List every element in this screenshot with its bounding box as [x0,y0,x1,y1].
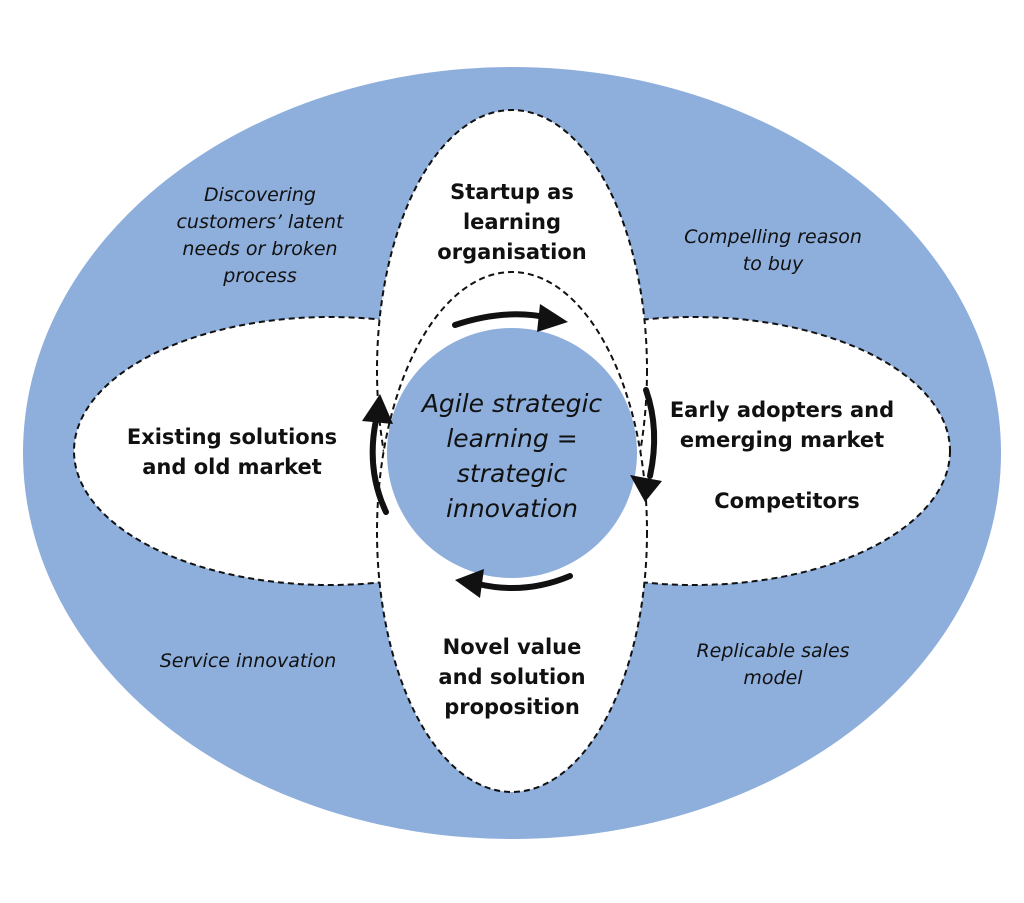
petal-top-line: organisation [437,240,587,264]
cycle-arrowhead-bottom [455,569,484,598]
center-line: strategic [456,459,568,488]
quadrant-top-left-line: needs or broken [182,238,338,260]
quadrant-bottom-left-label: Service innovation [138,648,358,675]
petal-left-line: Existing solutions [126,425,338,449]
quadrant-top-left-label: Discovering customers’ latent needs or b… [150,182,370,290]
quadrant-top-right-line: to buy [742,253,804,275]
petal-right-line: emerging market [679,428,885,452]
petal-left-label: Existing solutions and old market [106,422,358,482]
quadrant-bottom-left-line: Service innovation [159,650,337,672]
petal-right-line: Early adopters and [669,398,895,422]
quadrant-top-right-label: Compelling reason to buy [658,224,888,278]
petal-top-line: learning [462,210,562,234]
petal-top-label: Startup as learning organisation [402,177,622,267]
quadrant-top-left-line: Discovering [203,184,316,206]
petal-bottom-line: proposition [444,695,580,719]
cycle-arrowhead-right [630,475,662,502]
petal-bottom-line: Novel value [442,635,582,659]
petal-right-label: Early adopters and emerging market [657,395,907,455]
quadrant-bottom-right-label: Replicable sales model [668,638,878,692]
cycle-arrow-left [369,417,389,515]
center-line: learning = [446,424,578,453]
quadrant-top-left-line: customers’ latent [176,211,344,233]
cycle-arrow-right [643,387,658,479]
petal-bottom-label: Novel value and solution proposition [402,632,622,722]
petal-right-extra-label: Competitors [714,489,860,513]
center-label: Agile strategic learning = strategic inn… [392,386,632,526]
center-line: Agile strategic [421,389,603,418]
quadrant-bottom-right-line: model [743,667,803,689]
quadrant-bottom-right-line: Replicable sales [696,640,850,662]
petal-bottom-line: and solution [438,665,586,689]
quadrant-top-right-line: Compelling reason [684,226,862,248]
petal-left-line: and old market [142,455,322,479]
cycle-arrowhead-top [537,304,568,332]
cycle-arrowhead-left [362,394,393,424]
center-circle [387,328,637,578]
cycle-arrow-bottom [475,573,573,591]
center-line: innovation [446,494,578,523]
quadrant-top-left-line: process [223,265,297,287]
petal-top-line: Startup as [450,180,574,204]
